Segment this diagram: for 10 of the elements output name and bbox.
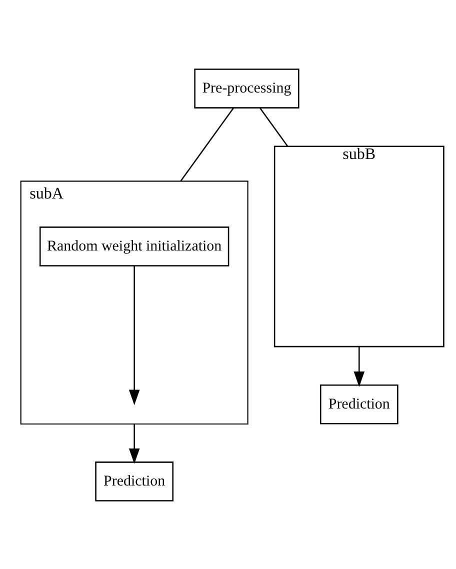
node-box: Pre-processing [194, 68, 300, 108]
node-box: subB [274, 145, 444, 347]
node-box: Random weight initialization [39, 226, 230, 266]
connector [180, 107, 234, 182]
arrow [128, 266, 140, 405]
arrow [354, 346, 365, 386]
node-box: Prediction [320, 384, 398, 424]
node-box: Prediction [95, 461, 174, 501]
connector [260, 107, 288, 146]
arrow [128, 424, 140, 464]
